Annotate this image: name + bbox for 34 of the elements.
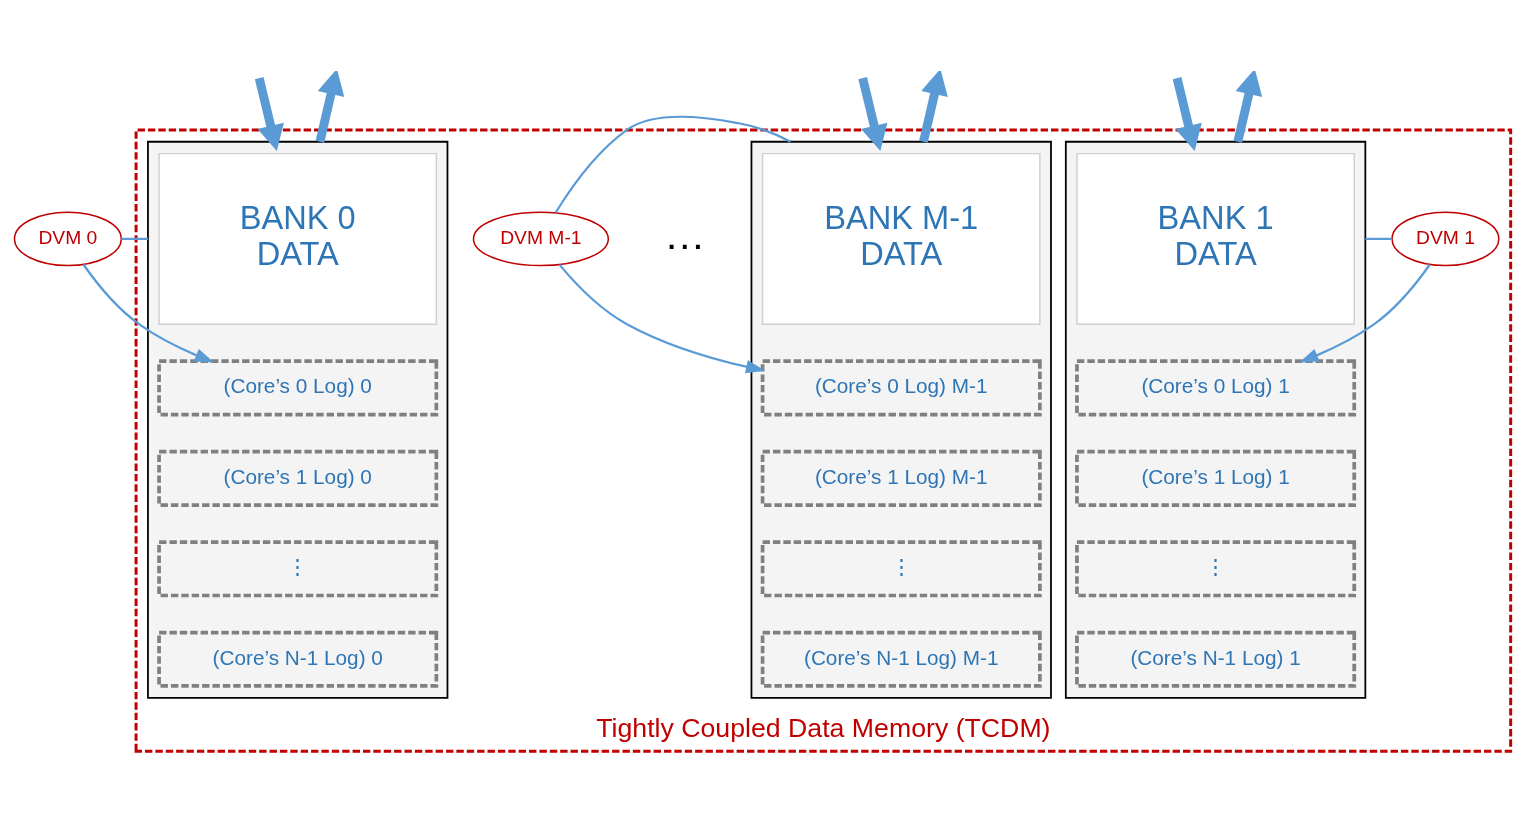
node-box: ⋮: [760, 539, 1042, 597]
node-box: (Core’s 0 Log) M-1: [760, 358, 1042, 416]
node-box: (Core’s N-1 Log) M-1: [760, 630, 1042, 688]
node-box: BANK 1 DATA: [1076, 152, 1355, 325]
node-box: ⋮: [157, 539, 439, 597]
cluster: [1064, 140, 1367, 699]
node-box: (Core’s 1 Log) 1: [1075, 449, 1357, 507]
connector: [121, 237, 148, 240]
connector: [1365, 237, 1392, 240]
node-ellipse: DVM 1: [1391, 210, 1500, 266]
arrow: [1233, 70, 1263, 143]
arrow: [858, 76, 888, 151]
node-ellipse: DVM M-1: [472, 210, 610, 266]
node-ellipse: DVM 0: [13, 210, 122, 266]
arrow: [558, 263, 766, 373]
arrow: [82, 263, 215, 362]
arrow: [1299, 263, 1431, 362]
arrow: [1172, 76, 1202, 151]
node-box: (Core’s 1 Log) 0: [157, 449, 439, 507]
node-box: (Core’s 1 Log) M-1: [760, 449, 1042, 507]
label: …: [663, 210, 706, 258]
cluster: [147, 140, 449, 699]
arrow: [254, 76, 284, 151]
cluster: [750, 140, 1052, 699]
node-box: (Core’s N-1 Log) 0: [157, 630, 439, 688]
node-box: (Core’s 0 Log) 0: [157, 358, 439, 416]
connector: [554, 115, 791, 213]
arrow: [919, 70, 948, 143]
node-box: ⋮: [1075, 539, 1357, 597]
node-box: BANK 0 DATA: [158, 152, 438, 325]
arrow: [315, 70, 345, 143]
node-box: BANK M-1 DATA: [761, 152, 1041, 325]
node-box: (Core’s N-1 Log) 1: [1075, 630, 1357, 688]
node-box: (Core’s 0 Log) 1: [1075, 358, 1357, 416]
